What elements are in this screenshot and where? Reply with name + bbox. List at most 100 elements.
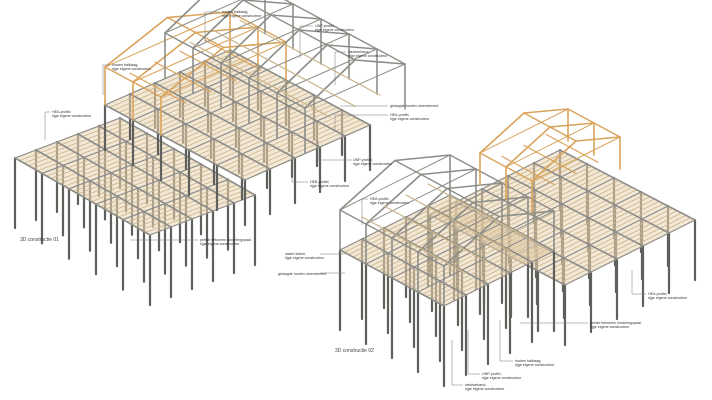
c1-building-joist bbox=[211, 107, 338, 163]
title-constructie-02: 3D constructie 02 bbox=[335, 348, 374, 354]
c1-steel-frame-rafter bbox=[220, 14, 272, 64]
c1-timber-frame-tie bbox=[104, 11, 231, 68]
c2-building-joist bbox=[382, 217, 494, 274]
c1-building-joist bbox=[141, 69, 268, 126]
c1-building-joist bbox=[193, 97, 320, 153]
c2-platform-joist bbox=[546, 210, 678, 277]
c1-building-beam bbox=[104, 104, 246, 181]
c1-steel-frame-rafter bbox=[276, 44, 328, 94]
c1-building-joist bbox=[179, 89, 306, 146]
c1-platform-beam bbox=[14, 117, 121, 159]
c1-platform-beam bbox=[56, 141, 193, 220]
label-houten-balklaag-left: houten balklaag,rijge eigene constructeu… bbox=[112, 63, 152, 72]
c1-platform-beam bbox=[98, 125, 235, 204]
c1-building-beam bbox=[179, 71, 321, 148]
label-houten-balklaag-top: houten balklaag,rijge eigene constructeu… bbox=[222, 10, 262, 19]
c1-steel-frame-rafter-timber bbox=[239, 19, 381, 96]
c1-timber-frame-tie bbox=[132, 26, 259, 83]
c2-steel-frame-rafter bbox=[420, 168, 477, 176]
c1-platform-beam bbox=[119, 117, 256, 196]
c2-timber-frame-purlin bbox=[479, 152, 533, 182]
c2-platform-beam bbox=[559, 149, 696, 221]
c1-building-beam bbox=[204, 60, 346, 137]
c1-platform-joist bbox=[37, 130, 143, 172]
c1-platform-joist bbox=[59, 143, 166, 185]
c2-timber-frame-ridge bbox=[523, 112, 577, 142]
c1-platform-joist bbox=[104, 168, 211, 210]
c2-building-joist bbox=[356, 203, 468, 260]
c1-platform-joist bbox=[131, 184, 238, 226]
c2-timber-frame-rafter-timber bbox=[545, 133, 599, 163]
label-hea-profiel-right-02: HEA-profiel,rijge eigene constructeur bbox=[648, 292, 688, 301]
c1-timber-frame-tie bbox=[160, 41, 287, 98]
c1-platform-joist bbox=[32, 127, 139, 169]
leader-line bbox=[102, 64, 110, 95]
c2-timber-frame-rafter bbox=[523, 108, 569, 114]
c1-platform-joist bbox=[55, 140, 161, 182]
c1-timber-frame-rafter bbox=[104, 16, 169, 68]
c2-steel-frame-rafter-timber bbox=[405, 194, 511, 252]
c1-building-joist bbox=[235, 119, 362, 176]
label-hea-profiel-left: HEA-profiel,rijge eigene constructeur bbox=[52, 110, 92, 119]
c1-platform-joist bbox=[113, 174, 220, 215]
c2-steel-frame-tie bbox=[339, 154, 451, 211]
c1-steel-frame-rafter-timber bbox=[214, 30, 356, 107]
c1-platform-joist bbox=[23, 122, 130, 164]
c2-building-joist bbox=[395, 224, 507, 281]
c1-timber-frame-purlin bbox=[104, 66, 162, 98]
c1-platform-joist bbox=[127, 181, 233, 223]
c2-steel-frame-tie bbox=[391, 182, 503, 239]
c1-steel-frame-rafter bbox=[270, 14, 322, 20]
c2-steel-frame-rafter bbox=[417, 201, 474, 253]
label-stalen-kolom: stalen kolom,rijge eigene constructeur bbox=[285, 252, 325, 261]
c1-timber-frame-rafter bbox=[194, 26, 259, 34]
title-constructie-01: 3D constructie 01 bbox=[20, 237, 59, 243]
c2-building-beam bbox=[443, 250, 555, 307]
c2-building-beam bbox=[365, 208, 477, 265]
c1-platform-joist bbox=[136, 186, 242, 228]
c1-platform-joist bbox=[19, 120, 125, 161]
c1-platform-joist bbox=[28, 125, 134, 167]
c1-steel-frame-rafter-timber bbox=[189, 41, 331, 118]
leader-line bbox=[291, 150, 308, 183]
leader-line bbox=[361, 198, 368, 225]
c1-building-beam bbox=[132, 64, 259, 121]
c2-building-joist bbox=[439, 248, 551, 305]
c1-steel-frame-ridge bbox=[241, 0, 356, 61]
c1-platform-joist bbox=[140, 189, 247, 231]
label-windverband: windverband,rijge eigene constructeur bbox=[348, 50, 388, 59]
c2-building-joist bbox=[343, 196, 455, 253]
c2-steel-frame-rafter bbox=[446, 182, 503, 190]
c1-building-beam bbox=[154, 82, 296, 159]
c1-building-beam bbox=[216, 109, 343, 166]
c2-timber-frame-tie bbox=[531, 136, 621, 182]
c1-platform-beam bbox=[149, 194, 256, 236]
c1-platform-joist bbox=[64, 145, 170, 187]
c1-platform-beam bbox=[95, 163, 202, 205]
c2-steel-frame-tie bbox=[417, 196, 529, 253]
c2-building-joist bbox=[408, 231, 520, 288]
c1-platform-beam bbox=[68, 148, 175, 190]
c1-steel-frame-tie bbox=[192, 3, 294, 49]
c1-steel-frame-purlin bbox=[164, 32, 306, 109]
c1-platform-joist bbox=[82, 156, 188, 197]
leader-line bbox=[499, 320, 513, 362]
c1-platform-beam bbox=[41, 132, 148, 174]
c1-building-joist bbox=[118, 57, 245, 113]
leader-line bbox=[299, 25, 313, 58]
label-heb-profiel: HEB-profiel,rijge eigene constructeur bbox=[310, 180, 350, 189]
c1-platform-joist bbox=[145, 192, 251, 233]
label-unp-profiel-mid: UNP-profiel,rijge eigene constructeur bbox=[353, 158, 393, 167]
c1-timber-frame-rafter-timber bbox=[129, 72, 187, 104]
c2-platform-joist bbox=[533, 203, 664, 270]
c2-steel-frame-rafter bbox=[498, 210, 555, 218]
c2-steel-frame-rafter-timber bbox=[383, 205, 489, 263]
c1-steel-frame-rafter bbox=[192, 0, 244, 49]
c1-building-beam bbox=[160, 79, 287, 136]
leader-line bbox=[334, 114, 388, 130]
c2-timber-frame-purlin bbox=[567, 108, 621, 138]
c1-steel-frame-tie bbox=[220, 18, 322, 64]
c2-building-joist bbox=[430, 243, 542, 300]
leader-line bbox=[317, 140, 352, 161]
